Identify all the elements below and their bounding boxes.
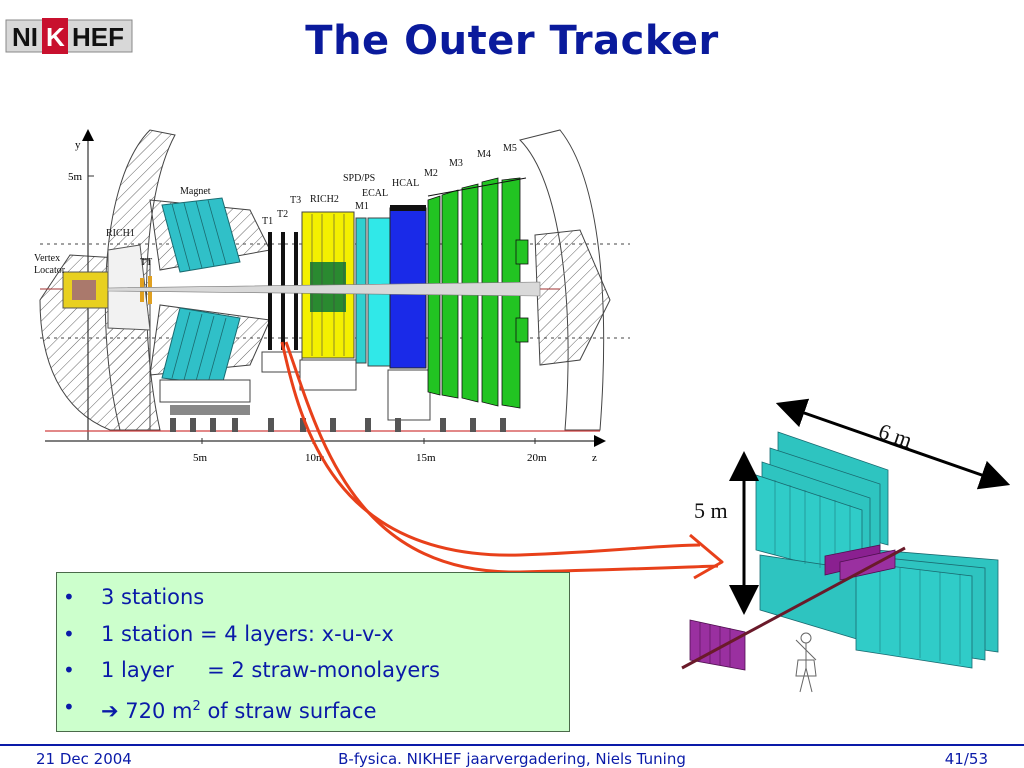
width-dimension-label: 6 m (876, 418, 916, 453)
label-rich2: RICH2 (310, 194, 339, 205)
nikhef-logo: NI K HEF (5, 18, 133, 54)
zoom-arrows (280, 341, 724, 580)
bullet-item: • ➔ 720 m2 of straw surface (57, 689, 569, 726)
label-rich1: RICH1 (106, 228, 135, 239)
label-m2: M2 (424, 168, 438, 179)
footer-date: 21 Dec 2004 (36, 750, 132, 768)
bullet-item: • 3 stations (57, 579, 569, 616)
label-m3: M3 (449, 158, 463, 169)
label-m4: M4 (477, 149, 491, 160)
bullet-marker: • (63, 658, 75, 682)
label-t3: T3 (290, 195, 301, 206)
superscript: 2 (192, 698, 201, 714)
magnet (149, 197, 271, 403)
label-locator: Locator (34, 265, 66, 276)
axis-z-label: z (592, 452, 597, 464)
rich2 (299, 211, 357, 391)
footer-event: B-fysica. NIKHEF jaarvergadering, Niels … (338, 750, 686, 768)
label-magnet: Magnet (180, 186, 211, 197)
bullet-marker: • (63, 694, 75, 719)
label-vertex: Vertex (34, 253, 60, 264)
bullet-text: 720 m (118, 698, 193, 723)
bullet-text: 1 station = 4 layers: x-u-v-x (101, 621, 394, 646)
logo-text-c: HEF (72, 22, 124, 52)
z-tick-15m: 15m (416, 452, 436, 464)
height-dimension-label: 5 m (694, 498, 728, 523)
bullet-item: • 1 layer = 2 straw-monolayers (57, 652, 569, 689)
label-t1: T1 (262, 216, 273, 227)
axis-y-label: y (75, 139, 81, 151)
bullet-item: • 1 station = 4 layers: x-u-v-x (57, 616, 569, 653)
arrow-icon: ➔ (101, 698, 119, 723)
page-title: The Outer Tracker (305, 18, 719, 64)
z-tick-5m: 5m (193, 452, 208, 464)
footer-page-number: 41/53 (944, 750, 988, 768)
footer-divider (0, 744, 1024, 746)
y-tick-5m: 5m (68, 171, 83, 183)
label-ecal: ECAL (362, 188, 388, 199)
label-hcal: HCAL (392, 178, 419, 189)
bullet-text: of straw surface (200, 698, 377, 723)
label-tt: TT (140, 257, 152, 268)
label-m5: M5 (503, 143, 517, 154)
z-tick-20m: 20m (527, 452, 547, 464)
bullet-text: 1 layer = 2 straw-monolayers (101, 658, 440, 682)
label-spd-ps: SPD/PS (343, 173, 375, 184)
beam-pipe (107, 281, 541, 297)
support-feet (170, 405, 506, 432)
label-m1: M1 (355, 201, 369, 212)
bullet-marker: • (63, 585, 75, 609)
outer-tracker-3d (681, 431, 999, 671)
logo-text-b: K (46, 22, 65, 52)
cavern-wall-right (534, 229, 611, 366)
label-t2: T2 (277, 209, 288, 220)
bullet-marker: • (63, 621, 75, 646)
logo-text-a: NI (12, 22, 38, 52)
bullet-text: 3 stations (101, 585, 205, 609)
bullet-box: • 3 stations • 1 station = 4 layers: x-u… (56, 572, 570, 732)
width-dimension-arrow (775, 398, 1011, 490)
person-scale-figure (795, 632, 817, 693)
